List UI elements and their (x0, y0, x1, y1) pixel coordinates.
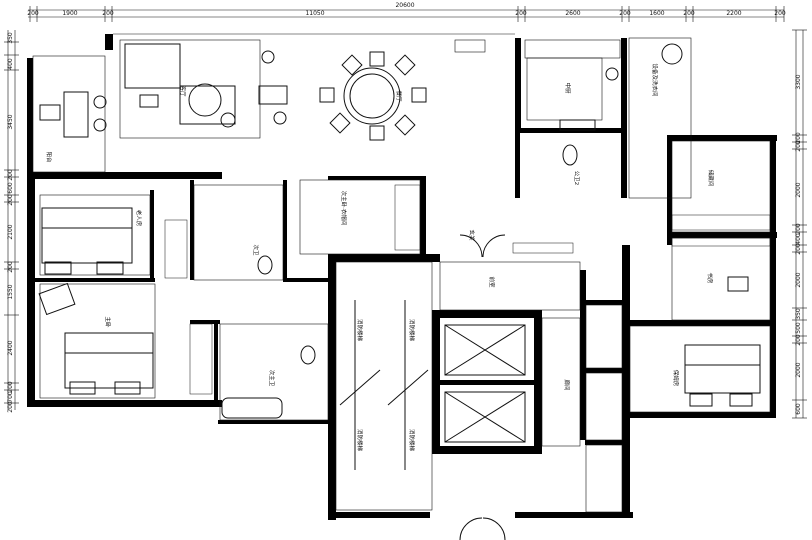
label-walkin: 次主卧·衣帽间 (340, 191, 348, 226)
dim-seg: 200 (795, 140, 802, 152)
label-bath1: 次卫 (252, 244, 260, 256)
dim-seg: 3450 (7, 114, 14, 129)
label-nanny: 保姆房 (672, 370, 680, 387)
label-equipment: 设备及洗衣间 (651, 63, 659, 96)
dim-seg: 700 (7, 391, 14, 403)
dim-seg: 11050 (305, 10, 324, 17)
dim-seg: 200 (7, 401, 14, 413)
label-stairs: 消防楼梯 (356, 319, 364, 342)
dim-seg: 200 (7, 194, 14, 206)
label-public-bath: 公卫2 (573, 171, 580, 186)
label-foyer: 玄关 (468, 229, 476, 241)
dim-seg: 200 (27, 10, 39, 17)
dim-seg: 2000 (795, 182, 802, 197)
label-corridor: 廊间 (563, 379, 571, 390)
dim-seg: 400 (7, 58, 14, 70)
dim-seg: 200 (515, 10, 527, 17)
label-storage: 储藏间 (707, 170, 715, 187)
label-balcony: 阳台 (45, 151, 53, 163)
dim-seg: 2000 (795, 272, 802, 287)
left-dimension-line: 350 400 3450 200 600 200 2100 200 1550 2… (4, 30, 19, 413)
dim-seg: 200 (774, 10, 786, 17)
room-labels: 客厅 餐厅 阳台 中厨 设备及洗衣间 公卫2 储藏间 书房 保姆房 老人房 次卫… (45, 63, 715, 451)
dim-seg: 200 (683, 10, 695, 17)
dim-seg: 2000 (795, 362, 802, 377)
label-stairs: 消防楼梯 (356, 429, 364, 452)
wardrobes (164, 184, 771, 395)
label-master-bath: 次主卫 (268, 370, 276, 387)
label-living: 客厅 (179, 85, 187, 97)
dim-seg: 200 (795, 223, 802, 235)
label-elderly: 老人房 (135, 210, 143, 227)
label-front-hall: 前室 (488, 276, 496, 288)
label-stairs: 消防楼梯 (408, 429, 416, 452)
dim-seg: 2600 (565, 10, 580, 17)
dim-seg: 3300 (795, 74, 802, 89)
dim-seg: 1900 (62, 10, 77, 17)
label-study: 书房 (706, 272, 714, 284)
dim-seg: 200 (7, 381, 14, 393)
dim-seg: 2200 (726, 10, 741, 17)
dim-seg: 2100 (7, 224, 14, 239)
right-dimension-line: 3300 200 200 2000 200 400 200 2000 350 5… (792, 29, 807, 419)
dim-seg: 200 (795, 243, 802, 255)
dim-seg: 2400 (7, 340, 14, 355)
label-kitchen: 中厨 (564, 82, 572, 94)
label-master: 主卧 (104, 316, 112, 328)
dim-seg: 600 (7, 182, 14, 194)
dim-seg: 400 (795, 233, 802, 245)
label-stairs: 消防楼梯 (408, 319, 416, 342)
dim-seg: 200 (102, 10, 114, 17)
room-outlines (32, 33, 771, 513)
dim-seg: 1550 (7, 284, 14, 299)
top-total-dimension: 20600 (395, 2, 414, 9)
dim-seg: 200 (619, 10, 631, 17)
dim-seg: 350 (7, 32, 14, 44)
dim-seg: 600 (795, 403, 802, 415)
dim-seg: 200 (7, 261, 14, 273)
dim-seg: 500 (795, 322, 802, 334)
walls (27, 34, 777, 520)
dim-seg: 200 (795, 334, 802, 346)
furniture (38, 43, 761, 540)
dim-seg: 350 (795, 308, 802, 320)
top-dimension-line: 20600 200 1900 200 11050 200 2600 200 16… (27, 2, 786, 22)
label-dining: 餐厅 (395, 90, 403, 102)
dim-seg: 200 (7, 169, 14, 181)
dim-seg: 1600 (649, 10, 664, 17)
dim-seg: 200 (795, 132, 802, 144)
